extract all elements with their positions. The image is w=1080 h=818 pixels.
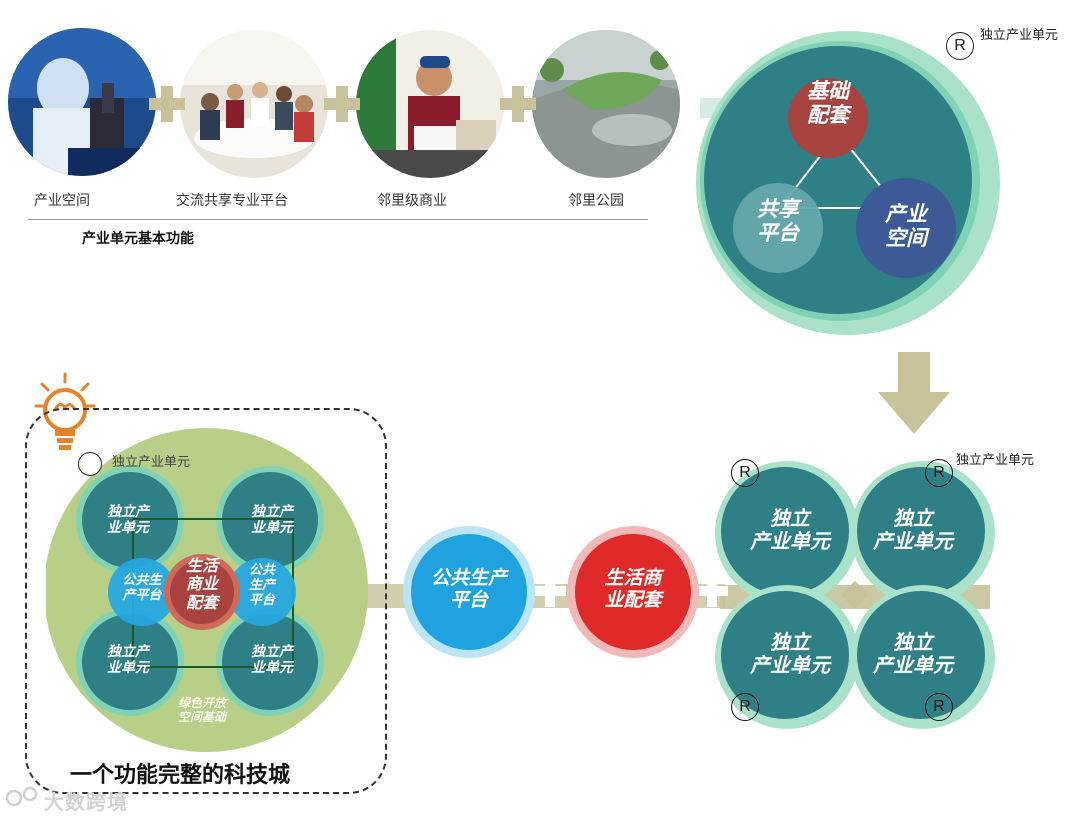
r-mark: R <box>946 32 974 60</box>
unit-left-label: 共享 平台 <box>757 198 799 246</box>
city-center-label: 生活 商业 配套 <box>185 558 218 612</box>
cluster-unit-label: 独立 产业单元 <box>873 632 953 677</box>
top-item-label: 邻里级商业 <box>377 192 447 208</box>
city-platform-right-label: 公共 生产 平台 <box>248 562 275 607</box>
lab-photo <box>8 28 156 176</box>
public-platform-circle <box>403 526 535 658</box>
life-commerce-circle <box>567 526 699 658</box>
cluster-title: 独立产业单元 <box>956 452 1035 467</box>
unit-diagram <box>696 31 1000 335</box>
divider-line <box>28 219 648 220</box>
city-diagram <box>46 428 368 752</box>
unit-cluster <box>715 461 995 729</box>
city-unit-label: 独立产 业单元 <box>107 503 149 536</box>
cluster-unit-label: 独立 产业单元 <box>750 508 830 553</box>
top-item-label: 邻里公园 <box>568 192 624 208</box>
top-item-label: 交流共享专业平台 <box>176 192 288 208</box>
r-mark: R <box>731 459 759 487</box>
cafe-photo <box>356 30 504 178</box>
cluster-unit-label: 独立 产业单元 <box>750 632 830 677</box>
watermark-text: 大数跨境 <box>44 792 128 814</box>
r-mark: R <box>925 693 953 721</box>
r-mark: R <box>731 693 759 721</box>
life-commerce-label: 生活商 业配套 <box>604 568 662 611</box>
r-mark: R <box>925 459 953 487</box>
top-item-label: 产业空间 <box>34 192 90 208</box>
unit-top-label: 基础 配套 <box>807 80 849 128</box>
meeting-photo <box>180 30 328 178</box>
city-platform-left-label: 公共生 产平台 <box>122 572 162 602</box>
city-unit-label: 独立产 业单元 <box>251 643 293 676</box>
plus-icon <box>500 86 536 122</box>
city-green-base-label: 绿色开放 空间基础 <box>177 696 226 724</box>
city-unit-label: 独立产 业单元 <box>251 503 293 536</box>
cluster-unit-label: 独立 产业单元 <box>873 508 953 553</box>
city-unit-label: 独立产 业单元 <box>107 643 149 676</box>
park-photo <box>532 30 680 178</box>
plus-icon <box>149 86 185 122</box>
public-platform-label: 公共生产 平台 <box>430 568 507 611</box>
watermark-logo-icon <box>5 786 38 807</box>
city-frame <box>25 408 387 794</box>
plus-icon <box>324 86 360 122</box>
unit-title: 独立产业单元 <box>980 27 1059 42</box>
top-row-caption: 产业单元基本功能 <box>82 230 194 246</box>
unit-right-label: 产业 空间 <box>885 203 927 251</box>
city-unit-title: 独立产业单元 <box>112 454 191 469</box>
city-title: 一个功能完整的科技城 <box>70 762 291 787</box>
plus-icon <box>696 575 728 607</box>
r-mark <box>78 452 102 476</box>
arrow-down-icon <box>878 352 950 434</box>
plus-icon <box>534 575 566 607</box>
